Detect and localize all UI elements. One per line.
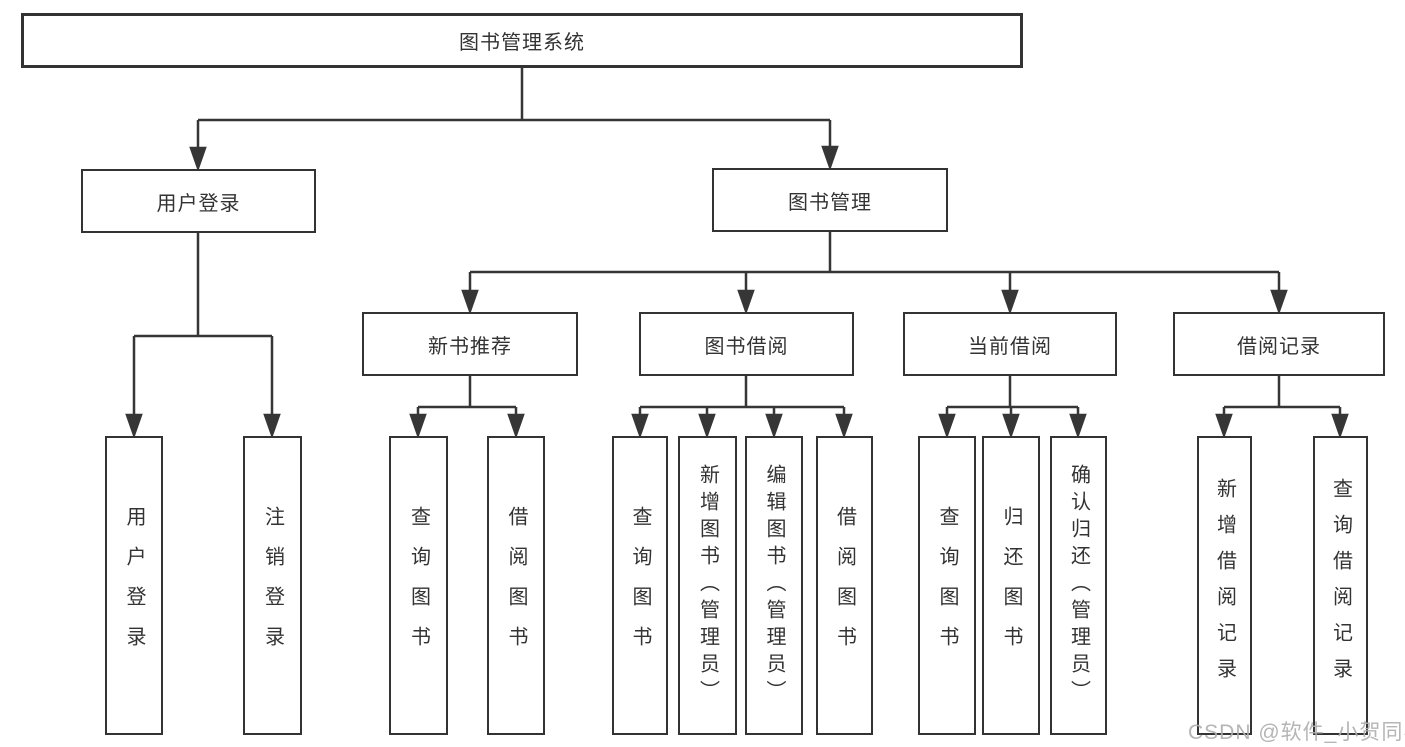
- arrowhead: [938, 413, 956, 439]
- arrowhead: [737, 289, 755, 315]
- node-label: 当前借阅: [968, 335, 1052, 358]
- node-label: 图书管理: [788, 191, 872, 214]
- leaf-logout: 注销登录: [243, 436, 302, 735]
- arrowhead: [263, 413, 281, 439]
- node-book-borrow: 图书借阅: [639, 312, 854, 376]
- node-label: 图书管理系统: [459, 32, 585, 54]
- connector-borrowrecords-to-leaves: [1215, 376, 1349, 439]
- arrowhead: [698, 413, 716, 439]
- leaf-cb-return-books: 归还图书: [982, 436, 1040, 735]
- csdn-watermark: CSDN @软件_小贺同学: [1188, 721, 1405, 744]
- node-label: 确认归还（管理员）: [1067, 464, 1090, 707]
- node-label: 查询图书: [407, 505, 430, 666]
- node-label: 借阅记录: [1237, 335, 1321, 358]
- leaf-br-add-record: 新增借阅记录: [1197, 436, 1252, 735]
- node-current-borrow: 当前借阅: [903, 312, 1117, 376]
- node-label: 编辑图书（管理员）: [763, 464, 785, 707]
- arrowhead: [1001, 289, 1019, 315]
- node-label: 归还图书: [1000, 505, 1022, 666]
- leaf-bb-query-books: 查询图书: [612, 436, 668, 735]
- leaf-rec-query-books: 查询图书: [389, 436, 448, 735]
- node-label: 图书借阅: [704, 335, 789, 358]
- arrowhead: [1069, 413, 1087, 439]
- leaf-cb-confirm-return-admin: 确认归还（管理员）: [1050, 436, 1107, 735]
- node-borrow-records: 借阅记录: [1173, 312, 1385, 376]
- arrowhead: [189, 146, 207, 172]
- node-label: 新增借阅记录: [1213, 477, 1236, 694]
- arrowhead: [507, 413, 525, 439]
- node-label: 查询图书: [629, 505, 651, 666]
- leaf-br-query-record: 查询借阅记录: [1313, 436, 1368, 735]
- node-label: 新增图书（管理员）: [696, 464, 719, 707]
- node-root-library-system: 图书管理系统: [21, 13, 1023, 68]
- connector-newbookrec-to-leaves: [409, 376, 525, 439]
- node-label: 借阅图书: [505, 505, 527, 666]
- arrowhead: [631, 413, 649, 439]
- node-label: 注销登录: [261, 505, 284, 666]
- leaf-user-login: 用户登录: [105, 436, 163, 735]
- node-label: 查询借阅记录: [1329, 477, 1352, 694]
- arrowhead: [409, 413, 427, 439]
- node-label: 用户登录: [123, 505, 145, 666]
- leaf-bb-borrow-books: 借阅图书: [816, 436, 873, 735]
- arrowhead: [821, 145, 839, 171]
- connector-root-to-level2: [189, 68, 839, 172]
- arrowhead: [1331, 413, 1349, 439]
- connector-userlogin-to-leaves: [125, 233, 281, 439]
- connector-bookborrow-to-leaves: [631, 376, 853, 439]
- node-new-book-recommend: 新书推荐: [362, 312, 578, 376]
- node-book-management: 图书管理: [712, 168, 948, 232]
- arrowhead: [835, 413, 853, 439]
- node-label: 借阅图书: [833, 505, 856, 666]
- node-user-login: 用户登录: [81, 169, 316, 233]
- connector-bookmgmt-to-level3: [461, 232, 1288, 315]
- arrowhead: [1215, 413, 1233, 439]
- arrowhead: [1270, 289, 1288, 315]
- arrowhead: [461, 289, 479, 315]
- leaf-cb-query-books: 查询图书: [918, 436, 976, 735]
- node-label: 新书推荐: [428, 335, 512, 358]
- leaf-bb-add-books-admin: 新增图书（管理员）: [678, 436, 737, 735]
- arrowhead: [1002, 413, 1020, 439]
- arrowhead: [765, 413, 783, 439]
- leaf-bb-edit-books-admin: 编辑图书（管理员）: [745, 436, 803, 735]
- connector-currentborrow-to-leaves: [938, 376, 1087, 439]
- arrowhead: [125, 413, 143, 439]
- leaf-rec-borrow-books: 借阅图书: [487, 436, 545, 735]
- node-label: 用户登录: [156, 192, 241, 215]
- node-label: 查询图书: [936, 505, 958, 666]
